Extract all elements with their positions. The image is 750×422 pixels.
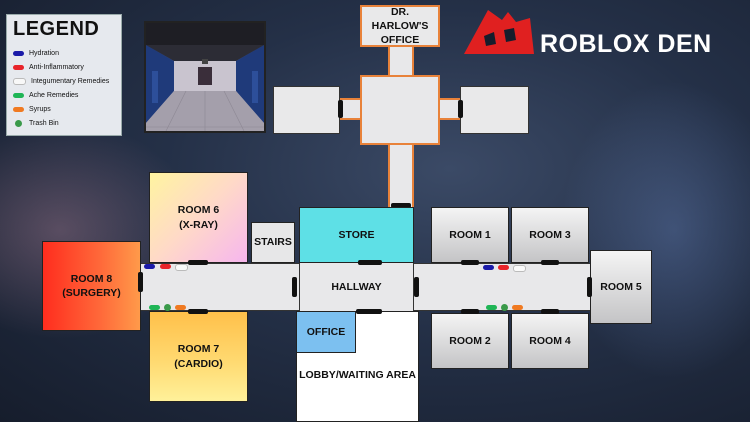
office: OFFICE (296, 311, 356, 353)
door-icon (461, 260, 479, 265)
hydration-marker[interactable] (483, 265, 494, 270)
door-icon (458, 100, 463, 118)
legend-item-trash-bin: Trash Bin (13, 120, 59, 127)
room-7-cardio: ROOM 7 (CARDIO) (149, 311, 248, 402)
harlow-corridor-left (340, 98, 360, 120)
anti-inflammatory-marker[interactable] (498, 265, 509, 270)
door-icon (188, 260, 208, 265)
room-8-surgery: ROOM 8 (SURGERY) (42, 241, 141, 331)
legend-label: Integumentary Remedies (31, 78, 110, 85)
stairs: STAIRS (251, 222, 295, 263)
syrups-swatch (13, 107, 24, 112)
legend-label: Hydration (29, 50, 59, 57)
syrups-marker[interactable] (175, 305, 186, 310)
harlow-corridor-right (440, 98, 460, 120)
legend-item-anti-inflammatory: Anti-Inflammatory (13, 64, 84, 71)
room-3: ROOM 3 (511, 207, 589, 263)
room-5: ROOM 5 (590, 250, 652, 324)
logo-text: ROBLOX DEN (540, 30, 712, 58)
harlow-center-hub (360, 75, 440, 145)
anti-inflammatory-marker[interactable] (160, 264, 171, 269)
roblox-den-logo-icon (464, 10, 534, 54)
door-icon (356, 309, 382, 314)
door-icon (138, 272, 143, 292)
trash-bin-icon[interactable] (501, 304, 508, 311)
door-icon (461, 309, 479, 314)
door-icon (358, 260, 382, 265)
anti-inflammatory-swatch (13, 65, 24, 70)
door-icon (391, 203, 411, 208)
dr-harlows-office: DR. HARLOW'S OFFICE (360, 5, 440, 47)
harlow-side-room-left (273, 86, 340, 134)
legend-item-integumentary: Integumentary Remedies (13, 78, 109, 85)
door-icon (541, 260, 559, 265)
legend-label: Anti-Inflammatory (29, 64, 84, 71)
legend-title: LEGEND (13, 18, 100, 40)
legend-label: Syrups (29, 106, 51, 113)
hallway-label: HALLWAY (299, 263, 414, 311)
door-icon (338, 100, 343, 118)
trash-bin-icon (15, 120, 22, 127)
hallway-photo (144, 21, 266, 133)
room-1: ROOM 1 (431, 207, 509, 263)
legend-label: Trash Bin (29, 120, 59, 127)
harlow-side-room-right (460, 86, 529, 134)
hallway-photo-drawing (146, 23, 264, 131)
store: STORE (299, 207, 414, 263)
integumentary-marker[interactable] (175, 264, 188, 271)
legend-item-ache: Ache Remedies (13, 92, 78, 99)
ache-remedies-marker[interactable] (149, 305, 160, 310)
door-icon (292, 277, 297, 297)
room-2: ROOM 2 (431, 313, 509, 369)
hydration-swatch (13, 51, 24, 56)
harlow-corridor-bottom (388, 145, 414, 207)
door-icon (414, 277, 419, 297)
legend-item-hydration: Hydration (13, 50, 59, 57)
ache-remedies-marker[interactable] (486, 305, 497, 310)
legend-panel: LEGEND Hydration Anti-Inflammatory Integ… (6, 14, 122, 136)
harlow-corridor-top (388, 47, 414, 75)
door-icon (587, 277, 592, 297)
room-4: ROOM 4 (511, 313, 589, 369)
legend-label: Ache Remedies (29, 92, 79, 99)
door-icon (188, 309, 208, 314)
legend-item-syrups: Syrups (13, 106, 51, 113)
hydration-marker[interactable] (144, 264, 155, 269)
trash-bin-icon[interactable] (164, 304, 171, 311)
integumentary-marker[interactable] (513, 265, 526, 272)
ache-swatch (13, 93, 24, 98)
syrups-marker[interactable] (512, 305, 523, 310)
room-6-xray: ROOM 6 (X-RAY) (149, 172, 248, 263)
integumentary-swatch (13, 78, 26, 85)
door-icon (541, 309, 559, 314)
